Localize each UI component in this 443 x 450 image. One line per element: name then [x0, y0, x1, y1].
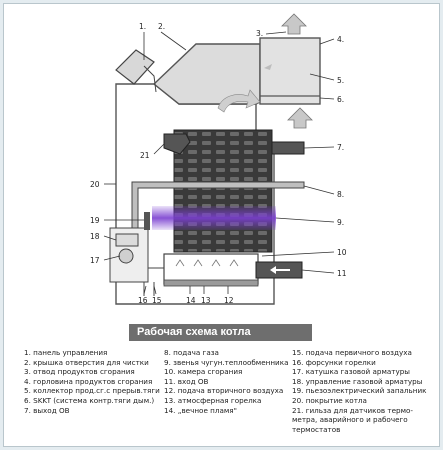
boiler-cross-section-diagram: 1. 2. 3. 4. 5. 6. 7. 8. 9. 10 11 21 20 1… — [90, 13, 347, 305]
callout-3: 3. — [256, 29, 263, 38]
callout-5: 5. — [337, 76, 344, 85]
legend-column-2: 8. подача газа 9. звенья чугун.теплообме… — [164, 348, 289, 415]
legend-item: 2. крышка отверстия для чистки — [24, 357, 149, 367]
callout-16: 16 — [138, 296, 148, 305]
callout-2: 2. — [158, 22, 165, 31]
callout-18: 18 — [90, 232, 100, 241]
flue-arrow-2 — [217, 89, 261, 113]
gas-valve-control — [115, 233, 139, 247]
legend-item: 20. покрытие котла — [292, 395, 367, 405]
callout-7: 7. — [337, 143, 344, 152]
burner-bar — [163, 279, 259, 287]
callout-11: 11 — [337, 269, 347, 278]
legend-item: 16. форсунки горелки — [292, 357, 376, 367]
legend-item: 1. панель управления — [24, 348, 108, 357]
legend-item: 17. катушка газовой арматуры — [292, 367, 410, 377]
control-panel — [115, 49, 155, 85]
cast-iron-heat-exchanger — [173, 129, 273, 253]
callout-1: 1. — [139, 22, 146, 31]
piezo-igniter — [144, 212, 150, 230]
burner-glow-band — [152, 206, 276, 230]
callout-17: 17 — [90, 256, 100, 265]
leader-lines — [103, 31, 335, 295]
flue-collector — [259, 37, 321, 105]
legend-item: 4. горловина продуктов сгорания — [24, 376, 153, 386]
diagram-caption: Рабочая схема котла — [129, 324, 312, 341]
legend-item: 18. управление газовой арматуры — [292, 376, 423, 386]
legend-item: 12. подача вторичного воздуха — [164, 386, 284, 396]
legend-item: 6. SKKT (система контр.тяги дым.) — [24, 395, 155, 405]
legend-item: 21. гильза для датчиков термо-метра, ава… — [292, 405, 413, 434]
air-intake-arrow — [287, 107, 313, 129]
exhaust-arrow-top — [281, 13, 307, 35]
legend-item: 8. подача газа — [164, 348, 219, 357]
diagram-frame: 1. 2. 3. 4. 5. 6. 7. 8. 9. 10 11 21 20 1… — [3, 3, 440, 447]
callout-4: 4. — [337, 35, 344, 44]
legend-item: 14. „вечное пламя" — [164, 405, 237, 415]
callout-21: 21 — [140, 151, 150, 160]
legend-item: 9. звенья чугун.теплообменника — [164, 357, 289, 367]
legend-item: 13. атмосферная горелка — [164, 395, 262, 405]
legend-column-1: 1. панель управления 2. крышка отверстия… — [24, 348, 164, 415]
legend-item: 3. отвод продуктов сгорания — [24, 367, 135, 377]
combustion-chamber — [163, 253, 259, 285]
callout-14: 14 — [186, 296, 196, 305]
flue-arrow-1 — [264, 64, 272, 70]
legend-item: 5. коллектор прод.сг.с прерыв.тяги — [24, 386, 160, 396]
callout-10: 10 — [337, 248, 347, 257]
water-outlet-pipe — [271, 141, 305, 155]
legend-item: 15. подача первичного воздуха — [292, 348, 412, 357]
legend-item: 10. камера сгорания — [164, 367, 243, 377]
callout-8: 8. — [337, 190, 344, 199]
legend-item: 11. вход ОВ — [164, 376, 209, 386]
legend-item: 19. пьезоэлектрический запальник — [292, 386, 427, 396]
callout-19: 19 — [90, 216, 100, 225]
sensor-sleeve — [163, 133, 191, 155]
gas-valve-coil — [118, 248, 134, 264]
callout-12: 12 — [224, 296, 234, 305]
legend-column-3: 15. подача первичного воздуха 16. форсун… — [292, 348, 437, 434]
callout-6: 6. — [337, 95, 344, 104]
callout-9: 9. — [337, 218, 344, 227]
callout-15: 15 — [152, 296, 162, 305]
callout-20: 20 — [90, 180, 100, 189]
callout-13: 13 — [201, 296, 211, 305]
legend-item: 7. выход ОВ — [24, 405, 70, 415]
